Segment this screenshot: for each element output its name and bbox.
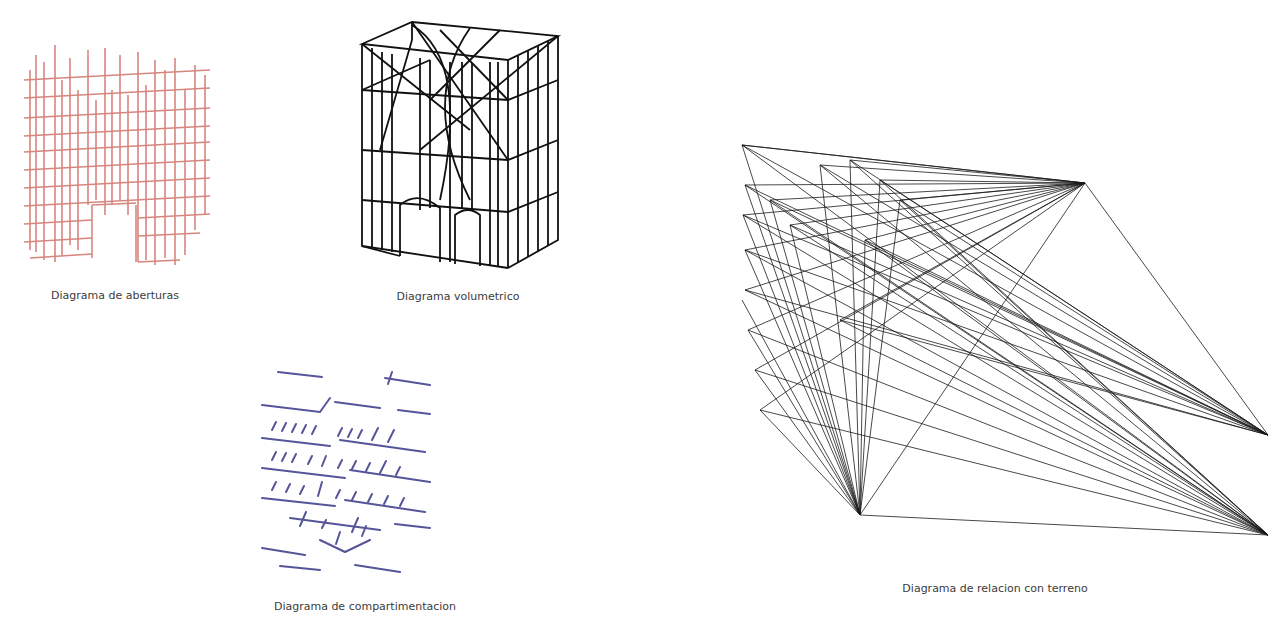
diagram-caption: Diagrama de relacion con terreno [902,582,1087,595]
caption-holder: Diagrama de relacion con terreno [902,582,1087,595]
diagram-caption: Diagrama de compartimentacion [274,600,456,613]
site-relation-drawing [742,145,1268,535]
volume-drawing [362,22,558,268]
openings-drawing [24,45,210,265]
diagram-caption: Diagrama de aberturas [51,289,179,302]
diagram-caption: Diagrama volumetrico [397,290,520,303]
caption-holder: Diagrama volumetrico [397,290,520,303]
partition-drawing [262,372,430,572]
caption-holder: Diagrama de aberturas [51,289,179,302]
caption-holder: Diagrama de compartimentacion [274,600,456,613]
